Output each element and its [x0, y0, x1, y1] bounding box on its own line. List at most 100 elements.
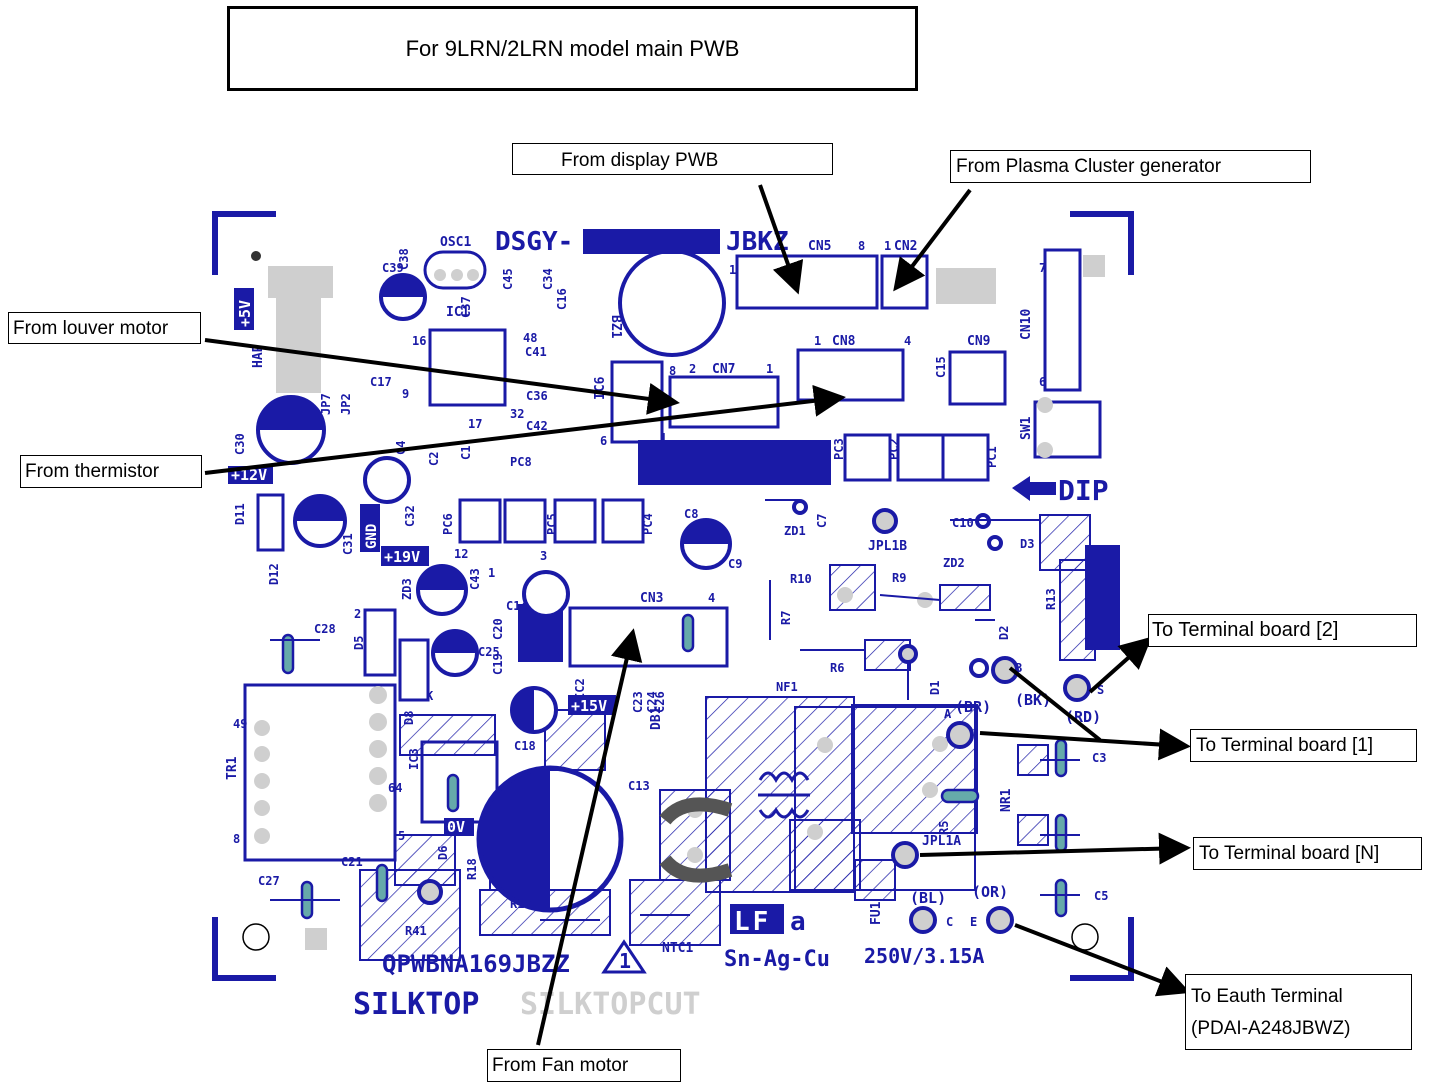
ref-c17: C17 — [370, 375, 392, 389]
silktop-label: SILKTOP — [353, 987, 479, 1022]
rail-0v: 0V — [447, 818, 465, 836]
cn9-label: CN9 — [967, 334, 990, 349]
ref-d5: D5 — [352, 636, 366, 650]
ref-r17: R17 — [510, 897, 532, 911]
lf-badge — [730, 904, 784, 934]
terminal-a-label: A — [944, 707, 952, 721]
tr1-label: TR1 — [225, 756, 240, 780]
ref-c32: C32 — [403, 505, 417, 527]
ic6-label: IC6 — [593, 376, 608, 400]
lf-label: LF — [734, 907, 771, 937]
ref-c9: C9 — [728, 557, 742, 571]
ref-c2: C2 — [427, 452, 441, 466]
ref-r13: R13 — [1044, 588, 1058, 610]
callout-terminal-board-n: To Terminal board [N] — [1193, 837, 1422, 870]
rail-gnd-tag — [360, 504, 380, 552]
rail-gnd: GND — [364, 524, 380, 549]
pin-number: 4 — [904, 334, 911, 348]
callout-earth-terminal-line1: To Eauth Terminal — [1191, 986, 1343, 1007]
osc1-label: OSC1 — [440, 235, 471, 250]
ic1-label: IC1 — [446, 305, 470, 320]
ref-r6: R6 — [830, 661, 844, 675]
ntc1-label: NTC1 — [662, 941, 693, 956]
ref-c1: C1 — [459, 446, 473, 460]
ref-d11: D11 — [233, 503, 247, 525]
pin-number: 2 — [689, 362, 696, 376]
callout-earth-terminal: To Eauth Terminal (PDAI-A248JBWZ) — [1185, 974, 1412, 1050]
ref-c13: C13 — [628, 779, 650, 793]
pin-number: 64 — [388, 781, 402, 795]
diagram-title: For 9LRN/2LRN model main PWB — [227, 6, 918, 91]
solid-copper — [479, 229, 1120, 910]
board-corners — [212, 211, 1134, 981]
ref-c14: C14 — [506, 599, 528, 613]
ref-pc5: PC5 — [545, 513, 559, 535]
pin-number: 7 — [1039, 261, 1046, 275]
callout-terminal-board-n-text: To Terminal board [N] — [1199, 843, 1380, 864]
ref-d1: D1 — [928, 681, 942, 695]
pin-number: 5 — [398, 829, 405, 843]
ref-c28: C28 — [314, 622, 336, 636]
ref-c21: C21 — [341, 855, 363, 869]
lf-a-label: a — [790, 907, 806, 937]
ref-c10: C10 — [952, 516, 974, 530]
resin-components — [281, 613, 1068, 920]
cn2-label: CN2 — [894, 239, 917, 254]
ref-c43: C43 — [468, 568, 482, 590]
ref-r9: R9 — [892, 571, 906, 585]
terminal-bk-label: (BK) — [1015, 691, 1051, 709]
nr1-label: NR1 — [999, 788, 1014, 812]
terminal-or-label: (OR) — [972, 883, 1008, 901]
ref-d2: D2 — [997, 626, 1011, 640]
ref-c41: C41 — [525, 345, 547, 359]
warning-triangle-icon — [601, 939, 647, 974]
ref-d3: D3 — [1020, 537, 1034, 551]
db1-label: DB1 — [649, 706, 664, 730]
ref-pc1: PC1 — [985, 446, 999, 468]
pin-number: 49 — [233, 717, 247, 731]
callout-terminal-board-2: To Terminal board [2] — [1148, 614, 1417, 647]
part-number-prefix: DSGY- — [495, 227, 573, 257]
fu1-label: FU1 — [869, 901, 884, 925]
pin-number: 16 — [412, 334, 426, 348]
ref-c42: C42 — [526, 419, 548, 433]
component-outlines — [243, 248, 1102, 862]
terminal-pads — [417, 508, 1091, 934]
pin-number: 8 — [669, 364, 676, 378]
ref-pc2: PC2 — [887, 438, 901, 460]
ref-ic2: IC2 — [573, 678, 587, 700]
callout-display-pwb-text: From display PWB — [561, 150, 719, 171]
ref-pc6: PC6 — [441, 513, 455, 535]
ref-c27: C27 — [258, 874, 280, 888]
ref-c8: C8 — [684, 507, 698, 521]
pin-number: 1 — [766, 362, 773, 376]
bz1-label: BZ1 — [608, 315, 623, 339]
ref-r5: R5 — [937, 821, 951, 835]
dip-arrow-icon — [1012, 476, 1056, 501]
pin-number: 9 — [402, 387, 409, 401]
ref-nf1: NF1 — [776, 680, 798, 694]
terminal-c-label: C — [946, 915, 953, 929]
ref-c37: C37 — [459, 296, 473, 318]
callout-thermistor-text: From thermistor — [25, 461, 160, 482]
solder-label: Sn-Ag-Cu — [724, 947, 830, 972]
pin-number: 1 — [660, 431, 667, 445]
ref-c30: C30 — [233, 433, 247, 455]
ref-pc4: PC4 — [641, 513, 655, 535]
pin-number: 1 — [488, 566, 495, 580]
ref-c15: C15 — [934, 356, 948, 378]
ref-c20: C20 — [491, 618, 505, 640]
ref-c18: C18 — [514, 739, 536, 753]
ref-d12: D12 — [267, 563, 281, 585]
pin-number: 8 — [858, 239, 865, 253]
cn10-label: CN10 — [1019, 309, 1034, 340]
cn3-label: CN3 — [640, 591, 663, 606]
callout-thermistor: From thermistor — [20, 455, 202, 488]
rail-19v-tag — [381, 546, 429, 566]
callout-terminal-board-2-text: To Terminal board [2] — [1152, 619, 1339, 641]
jpl1b-label: JPL1B — [868, 539, 907, 554]
c13-bulk-capacitor — [476, 765, 624, 913]
ref-c3: C3 — [1092, 751, 1106, 765]
pin-number: 8 — [233, 832, 240, 846]
